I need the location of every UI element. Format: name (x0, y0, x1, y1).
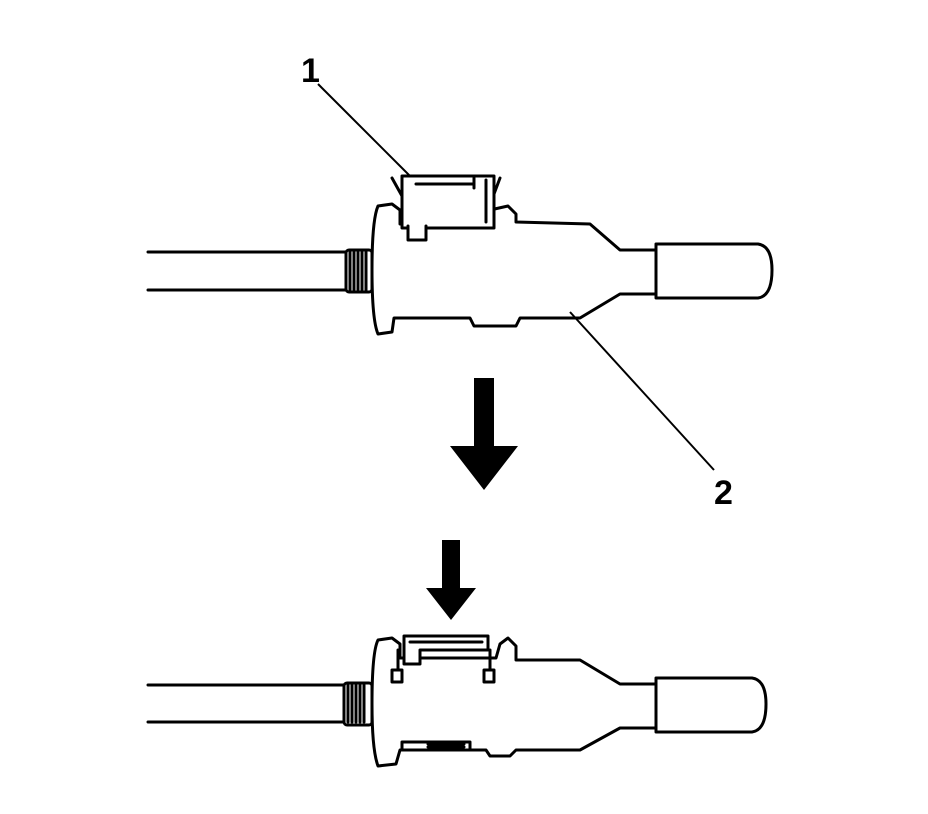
top-locking-clip (390, 174, 502, 242)
bottom-wire-seal (342, 681, 374, 727)
top-wire-seal (344, 248, 374, 294)
bottom-locking-clip (390, 634, 496, 684)
callout-2-label: 2 (714, 474, 733, 512)
small-press-arrow (426, 540, 476, 620)
top-wire (146, 250, 350, 292)
callout-1-leader (317, 83, 411, 177)
bottom-connector-body (370, 636, 658, 768)
bottom-lower-latch (400, 740, 472, 752)
large-down-arrow (450, 378, 518, 490)
bottom-assembly (146, 634, 768, 768)
callout-2-leader (569, 311, 715, 471)
bottom-wire (146, 683, 348, 724)
callout-1-label: 1 (301, 52, 320, 90)
top-connector-body (370, 202, 658, 336)
bottom-terminal-tip (654, 676, 768, 734)
top-assembly (146, 174, 774, 336)
top-terminal-tip (654, 242, 774, 300)
